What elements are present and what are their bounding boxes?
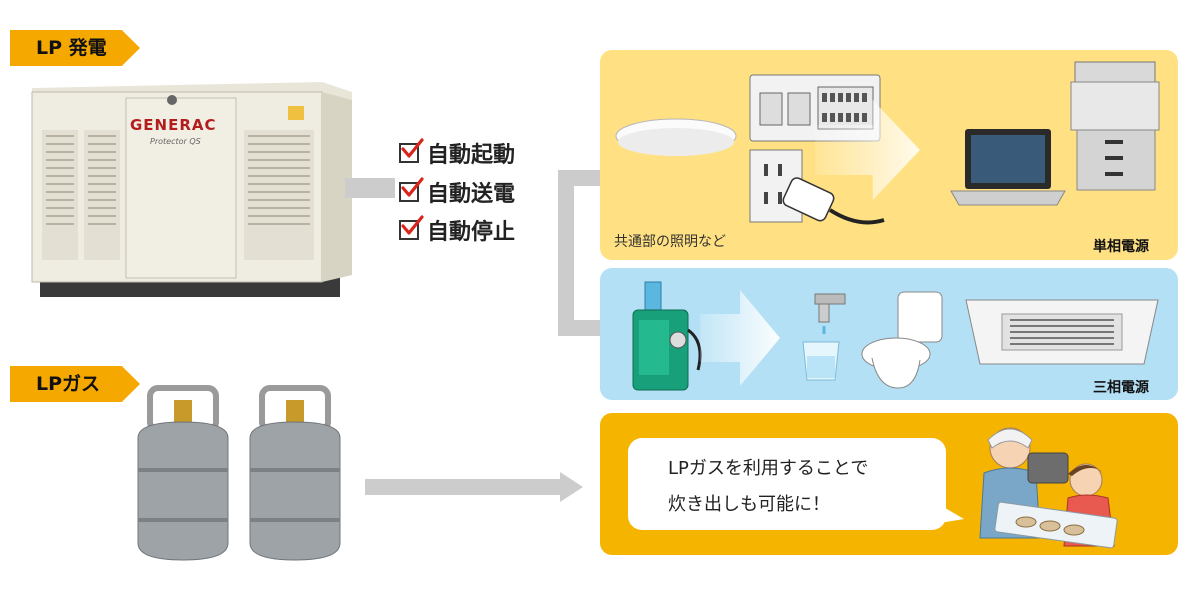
single-phase-label: 単相電源 — [1093, 239, 1149, 255]
generator-arrow — [345, 178, 395, 198]
lp-gas-tag-label: LPガス — [36, 373, 101, 395]
laptop-icon — [950, 129, 1066, 206]
air-conditioner-icon — [965, 299, 1159, 365]
lp-gas-tag: LPガス — [10, 366, 140, 402]
speech-bubble-tail — [940, 505, 964, 523]
gas-cylinders-image — [137, 385, 341, 561]
feature-auto-start: 自動起動 — [399, 137, 515, 169]
check-icon — [399, 138, 424, 163]
feature-auto-transmit: 自動送電 — [399, 176, 515, 208]
toilet-icon — [861, 291, 943, 389]
food-serving-illustration — [979, 427, 1118, 549]
feature-label: 自動停止 — [427, 220, 516, 245]
ceiling-light-icon — [615, 118, 737, 156]
feature-auto-stop: 自動停止 — [399, 214, 515, 246]
feature-label: 自動起動 — [427, 143, 516, 168]
gas-bubble-line-2: 炊き出しも可能に！ — [668, 494, 830, 515]
single-phase-caption: 共通部の照明など — [614, 234, 726, 250]
check-icon — [399, 215, 424, 240]
lp-power-tag: LP 発電 — [10, 30, 140, 66]
generator-model: Protector QS — [150, 137, 201, 146]
generator-brand: GENERAC — [130, 116, 217, 134]
lp-power-tag-label: LP 発電 — [36, 37, 107, 59]
water-pump-icon — [632, 281, 702, 391]
faucet-glass-icon — [802, 293, 846, 381]
feature-label: 自動送電 — [427, 182, 516, 207]
copier-icon — [1070, 61, 1160, 191]
outlet-plug-icon — [749, 149, 885, 225]
gas-speech-bubble — [628, 438, 946, 530]
generator-image — [31, 82, 352, 297]
check-icon — [399, 177, 424, 202]
gas-bubble-line-1: LPガスを利用することで — [668, 458, 869, 479]
three-phase-label: 三相電源 — [1093, 380, 1149, 396]
gas-arrow — [365, 472, 583, 502]
